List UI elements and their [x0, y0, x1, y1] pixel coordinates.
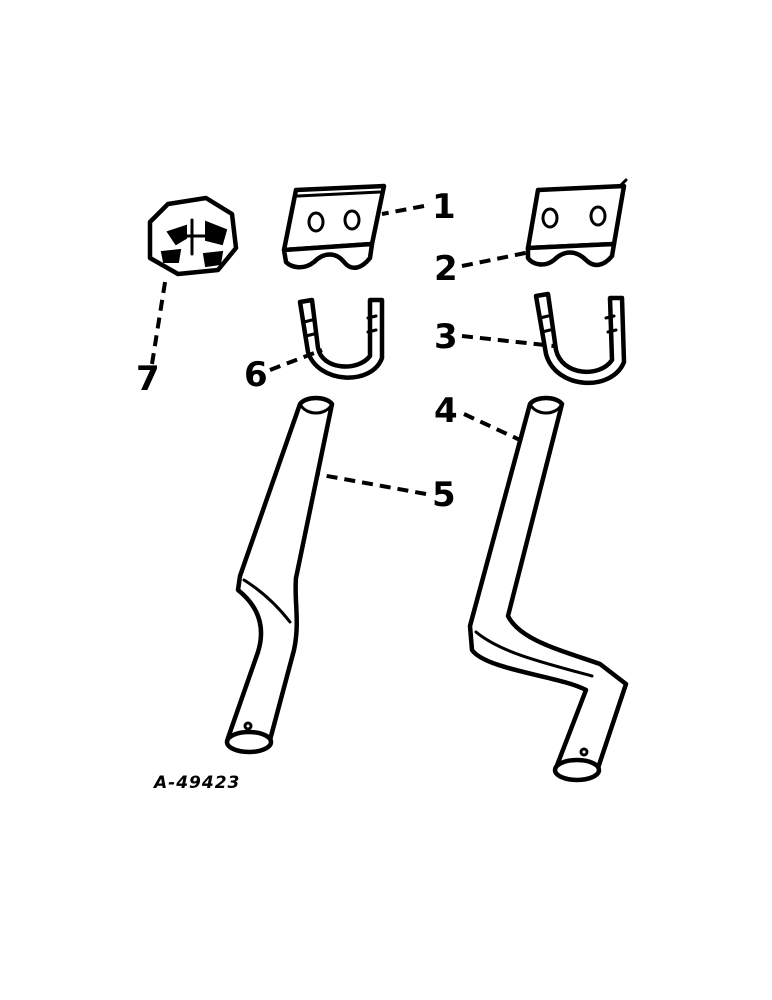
part-3-u-bolt	[533, 291, 627, 385]
callout-7: 7	[136, 359, 160, 399]
figure-id: A-49423	[152, 773, 240, 793]
leader-3	[461, 334, 555, 348]
leader-1	[381, 204, 425, 216]
callout-1: 1	[432, 187, 456, 227]
callout-6: 6	[244, 355, 268, 395]
callout-5: 5	[432, 475, 456, 515]
callout-4: 4	[434, 391, 458, 431]
leader-7	[150, 275, 168, 365]
part-7-hex-coupler	[147, 195, 239, 277]
callout-3: 3	[434, 317, 458, 357]
part-1-bracket	[281, 183, 387, 271]
part-6-u-bolt	[297, 297, 385, 380]
leader-5	[315, 472, 427, 496]
callout-labels: 1 2 3 4 5 6 7	[136, 187, 458, 515]
callout-2: 2	[434, 249, 458, 289]
leader-2	[461, 250, 531, 268]
leader-4	[463, 412, 521, 442]
part-5-offset-tube	[224, 395, 335, 755]
part-4-offset-tube	[467, 395, 629, 783]
leader-6	[269, 348, 323, 372]
part-2-bracket	[525, 178, 628, 268]
leader-lines	[150, 204, 555, 496]
